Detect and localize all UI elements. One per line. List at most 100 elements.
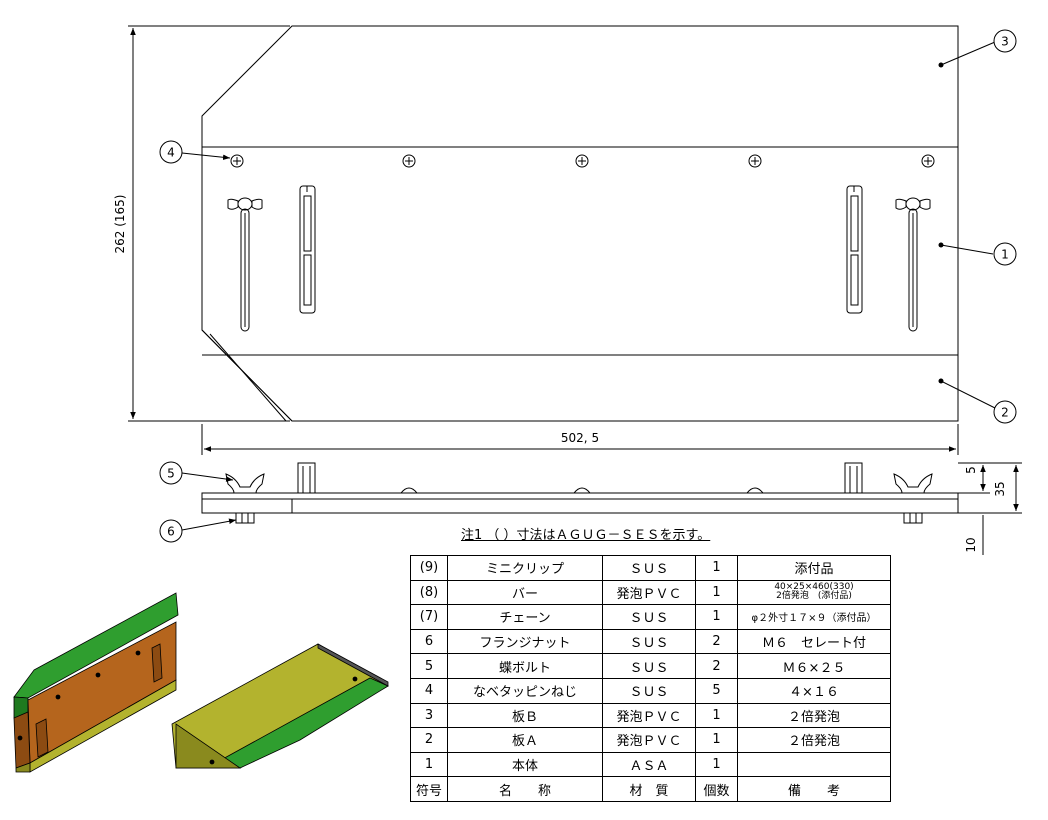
chamfer-line — [201, 329, 293, 422]
side-view-body — [201, 492, 959, 514]
cell-qty: 1 — [695, 579, 738, 606]
cell-material: 発泡ＰＶＣ — [602, 727, 696, 753]
cell-qty: 2 — [695, 653, 738, 679]
cell-remarks: ２倍発泡 — [737, 727, 891, 753]
balloon-6: 6 — [159, 519, 183, 543]
balloon-5: 5 — [159, 461, 183, 485]
svg-text:1: 1 — [1001, 248, 1009, 262]
cell-name: フランジナット — [447, 628, 603, 655]
cell-qty: 1 — [695, 702, 738, 729]
clip-right — [846, 185, 863, 314]
cell-material: ＳＵＳ — [602, 677, 696, 704]
side-dimensions — [958, 462, 1022, 555]
cell-material: ＳＵＳ — [602, 555, 696, 581]
screw-icon — [748, 154, 762, 168]
header-qty: 個数 — [695, 776, 738, 802]
cell-name: 本体 — [447, 751, 603, 778]
cell-material: ＳＵＳ — [602, 604, 696, 630]
header-name: 名 称 — [447, 776, 603, 802]
cell-remarks — [737, 751, 891, 778]
remarks-line: 40×25×460(330) — [774, 582, 854, 593]
screw-icon — [921, 154, 935, 168]
dimension-35: 35 — [993, 481, 1007, 496]
cell-no: 5 — [410, 653, 448, 679]
cell-material: 発泡ＰＶＣ — [602, 702, 696, 729]
cell-remarks: ４×１６ — [737, 677, 891, 704]
width-dimension — [201, 424, 959, 455]
iso-view-assembled — [13, 592, 179, 773]
iso-plate-b — [13, 592, 179, 699]
cell-no: 3 — [410, 702, 448, 729]
header-remarks: 備 考 — [737, 776, 891, 802]
cell-no: (9) — [410, 555, 448, 581]
cell-remarks: 添付品 — [737, 555, 891, 581]
svg-text:5: 5 — [167, 467, 175, 481]
cell-material: ＡＳＡ — [602, 751, 696, 778]
side-view — [201, 462, 959, 524]
svg-text:3: 3 — [1001, 35, 1009, 49]
cell-name: 蝶ボルト — [447, 653, 603, 679]
cell-name: 板Ｂ — [447, 702, 603, 729]
cell-material: ＳＵＳ — [602, 653, 696, 679]
wing-bolt-left — [227, 197, 263, 332]
cell-no: (7) — [410, 604, 448, 630]
screw-icon — [575, 154, 589, 168]
chamfer-line-inner — [209, 333, 287, 422]
cell-material: 発泡ＰＶＣ — [602, 579, 696, 606]
cell-no: 6 — [410, 628, 448, 655]
cell-name: バー — [447, 579, 603, 606]
cell-qty: 1 — [695, 727, 738, 753]
balloon-2: 2 — [993, 400, 1017, 424]
front-view — [201, 25, 959, 422]
cell-name: チェーン — [447, 604, 603, 630]
balloon-4: 4 — [159, 140, 183, 164]
cell-remarks: φ２外寸１７×９（添付品） — [737, 604, 891, 630]
dimension-10: 10 — [964, 537, 978, 552]
header-no: 符号 — [410, 776, 448, 802]
dimension-5: 5 — [964, 466, 978, 474]
cell-remarks: ２倍発泡 — [737, 702, 891, 729]
balloon-1: 1 — [993, 242, 1017, 266]
cell-name: 板Ａ — [447, 727, 603, 753]
svg-text:6: 6 — [167, 525, 175, 539]
height-dimension — [128, 25, 290, 422]
cell-name: ミニクリップ — [447, 555, 603, 581]
clip-left — [299, 185, 316, 314]
width-dimension-text: 502, 5 — [561, 431, 599, 445]
cell-no: 1 — [410, 751, 448, 778]
screw-row — [230, 154, 935, 168]
svg-text:2: 2 — [1001, 406, 1009, 420]
note-text: 注1 （ ）寸法はＡＧＵＧ－ＳＥＳを示す。 — [461, 528, 711, 543]
cell-qty: 1 — [695, 604, 738, 630]
cell-remarks: Ｍ６ セレート付 — [737, 628, 891, 655]
cell-remarks: Ｍ６×２５ — [737, 653, 891, 679]
cell-remarks: 40×25×460(330)2倍発泡 (添付品) — [737, 579, 891, 606]
cell-qty: 1 — [695, 555, 738, 581]
wing-bolt-right — [895, 197, 931, 332]
cell-qty: 2 — [695, 628, 738, 655]
cell-name: なベタッピンねじ — [447, 677, 603, 704]
height-dimension-text: 262 (165) — [113, 195, 127, 254]
iso-view-plate — [171, 643, 389, 769]
remarks-line: 2倍発泡 (添付品) — [776, 591, 852, 602]
header-material: 材 質 — [602, 776, 696, 802]
cell-material: ＳＵＳ — [602, 628, 696, 655]
cell-qty: 1 — [695, 751, 738, 778]
table-header-row: 符号名 称材 質個数備 考 — [410, 776, 891, 802]
balloon-3: 3 — [993, 29, 1017, 53]
svg-text:4: 4 — [167, 146, 175, 160]
cell-no: (8) — [410, 579, 448, 606]
cell-no: 2 — [410, 727, 448, 753]
